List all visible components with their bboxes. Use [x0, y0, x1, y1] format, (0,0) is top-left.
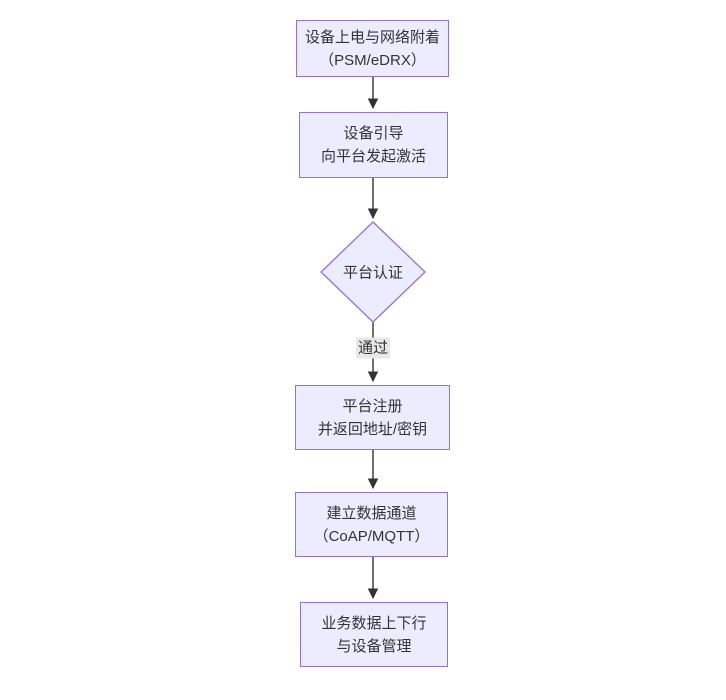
node-channel-line1: 建立数据通道 [326, 504, 417, 522]
node-auth-label: 平台认证 [342, 264, 404, 282]
node-power-attach-line2: （PSM/eDRX） [319, 51, 426, 69]
node-business: 业务数据上下行 与设备管理 [300, 602, 448, 667]
node-bootstrap-line2: 向平台发起激活 [320, 148, 426, 165]
node-register-line2: 并返回地址/密钥 [317, 420, 428, 438]
edge-label-pass: 通过 [355, 337, 391, 359]
node-bootstrap-line1: 设备引导 [343, 125, 404, 142]
node-channel-line2: （CoAP/MQTT） [313, 527, 430, 545]
node-register-line1: 平台注册 [342, 397, 403, 415]
node-business-line1: 业务数据上下行 [321, 614, 427, 632]
node-channel: 建立数据通道 （CoAP/MQTT） [295, 492, 448, 557]
node-business-line2: 与设备管理 [336, 637, 412, 655]
node-bootstrap: 设备引导 向平台发起激活 [299, 112, 448, 178]
node-register: 平台注册 并返回地址/密钥 [295, 385, 450, 450]
node-power-attach: 设备上电与网络附着 （PSM/eDRX） [296, 20, 449, 77]
decision-diamond-auth [320, 221, 426, 323]
node-power-attach-line1: 设备上电与网络附着 [304, 28, 440, 46]
